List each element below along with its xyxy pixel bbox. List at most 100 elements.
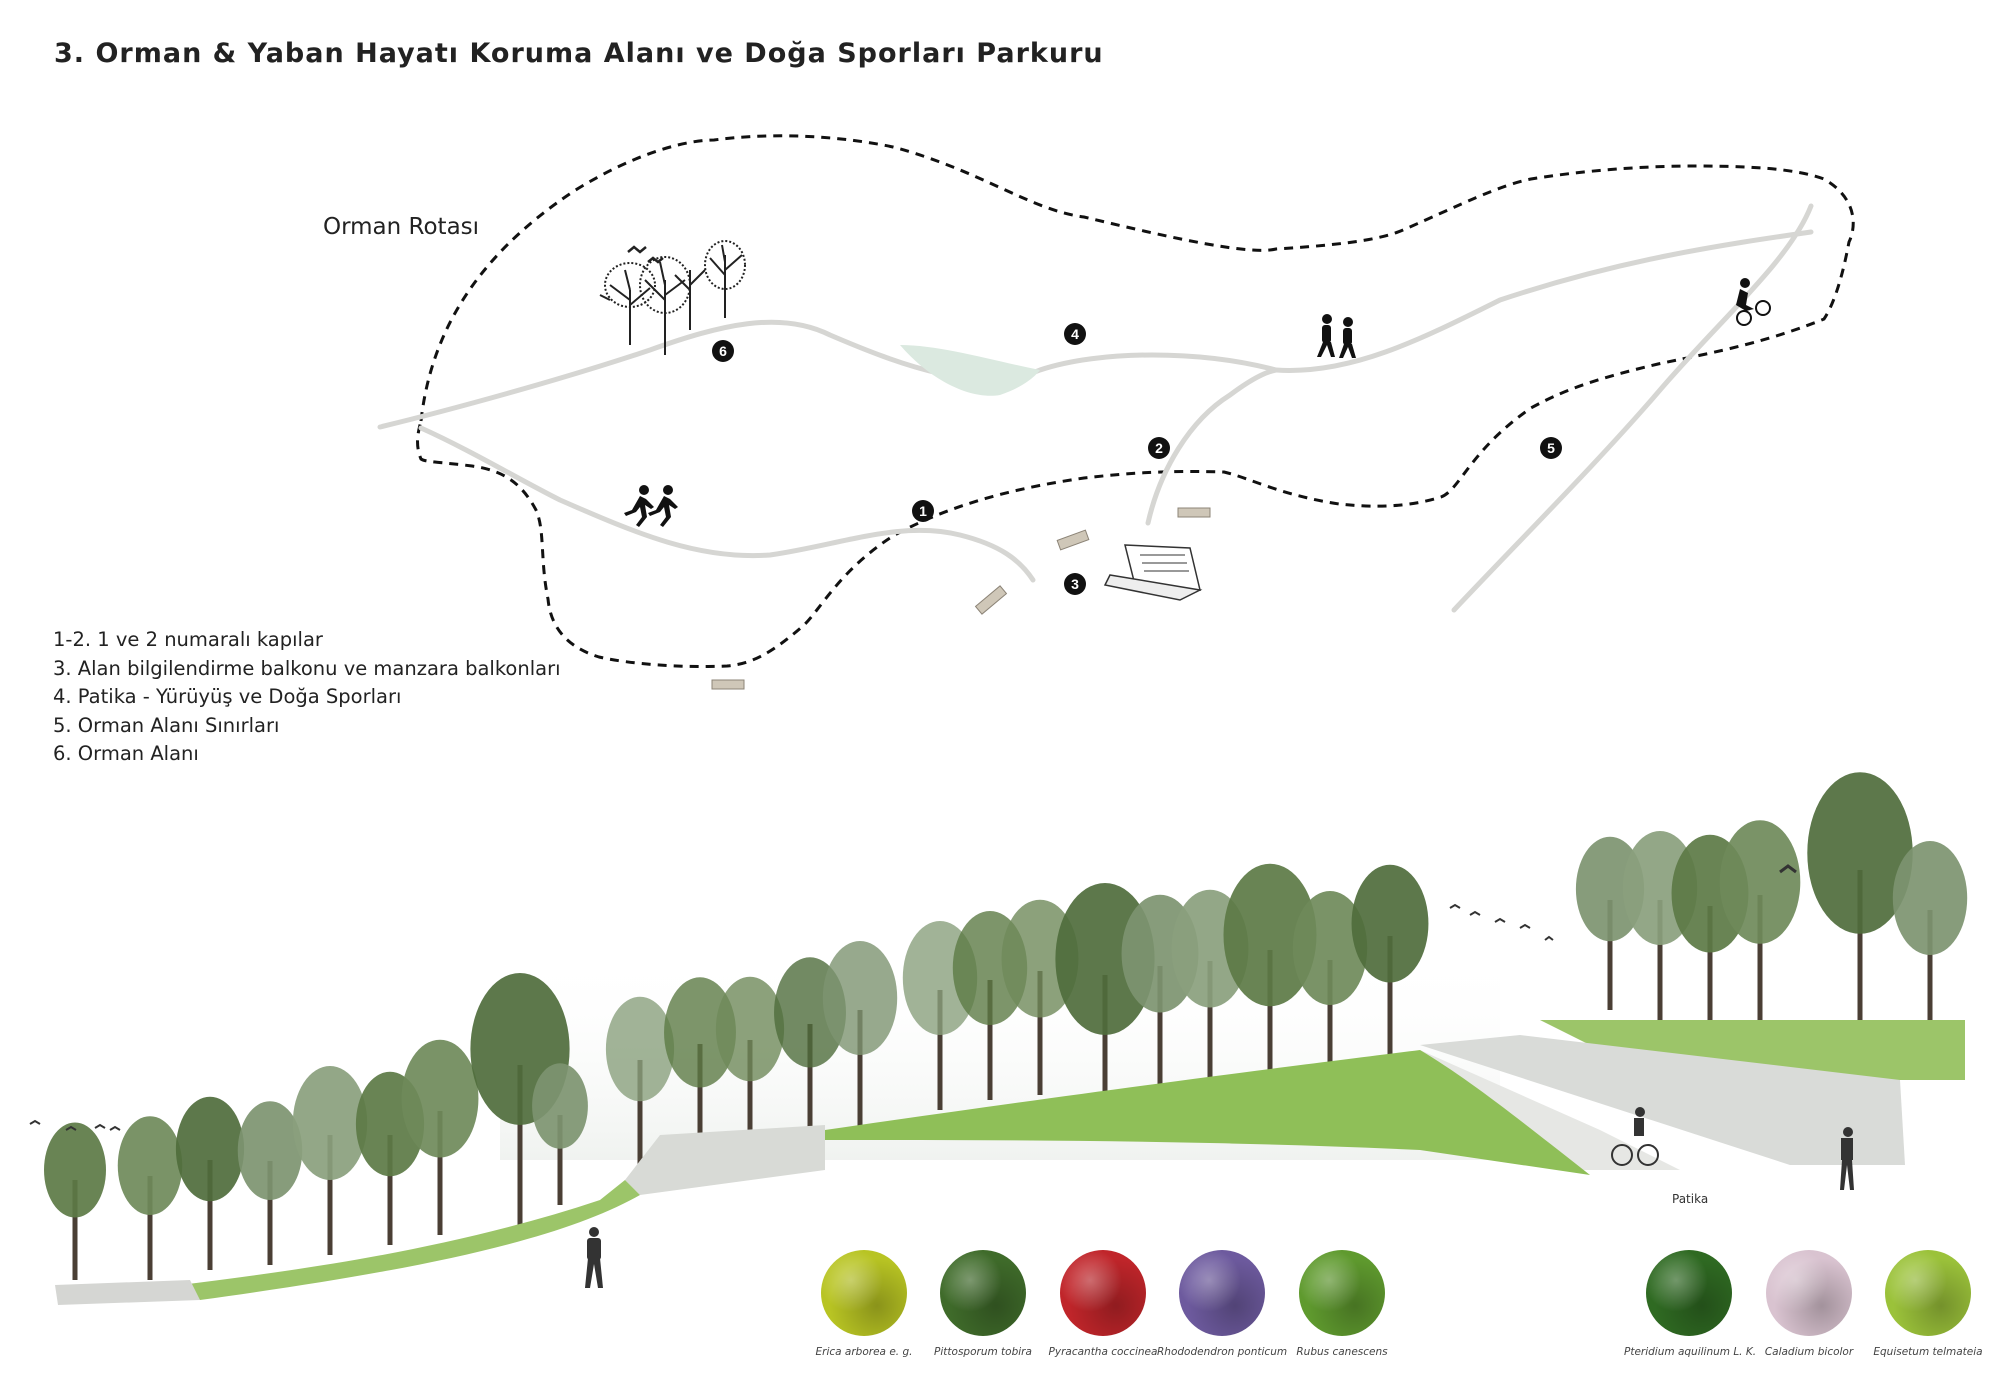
right-plateau-grass xyxy=(1540,1020,1965,1080)
tree-trunk xyxy=(72,1180,78,1280)
tree xyxy=(175,1096,245,1270)
info-balcony-sketch xyxy=(1103,544,1203,601)
tree xyxy=(1223,863,1317,1100)
page-title: 3. Orman & Yaban Hayatı Koruma Alanı ve … xyxy=(54,38,1104,69)
walkers-icon xyxy=(1317,314,1356,358)
tree xyxy=(1351,864,1429,1060)
marker-2: 2 xyxy=(1148,437,1170,459)
tree-crown xyxy=(532,1063,588,1149)
marker-4: 4 xyxy=(1064,323,1086,345)
tree-crown xyxy=(664,977,736,1088)
balcony xyxy=(974,585,1008,615)
tree xyxy=(532,1063,588,1205)
plant-label: Pittosporum tobira xyxy=(934,1346,1032,1358)
tree-trunk xyxy=(207,1160,213,1270)
plant-item: Pittosporum tobira xyxy=(918,1250,1048,1358)
tree-crown xyxy=(117,1116,183,1215)
plant-label: Erica arborea e. g. xyxy=(815,1346,913,1358)
tree-crown xyxy=(715,976,785,1082)
svg-text:5: 5 xyxy=(1547,440,1555,456)
stone-wall xyxy=(625,1125,825,1195)
branch-path-5 xyxy=(1451,203,1814,613)
route-label: Orman Rotası xyxy=(323,214,480,240)
tree-trunk xyxy=(937,990,943,1110)
tree-trunk xyxy=(857,1010,863,1130)
tree-crown xyxy=(237,1101,303,1200)
tree-crown xyxy=(1719,820,1801,944)
plant-label: Rubus canescens xyxy=(1296,1346,1388,1358)
paths xyxy=(377,203,1814,613)
plant-item: Equisetum telmateia xyxy=(1863,1250,1993,1358)
path-lower-area xyxy=(1420,1050,1680,1170)
tree xyxy=(605,996,675,1170)
tree-trunk xyxy=(1037,971,1043,1095)
svg-text:3: 3 xyxy=(1071,576,1079,592)
tree xyxy=(664,977,736,1160)
tree-trunk xyxy=(1327,960,1333,1080)
plant-photo xyxy=(1885,1250,1971,1336)
balcony xyxy=(1056,529,1090,551)
tree xyxy=(401,1039,479,1235)
tree xyxy=(822,941,898,1130)
marker-3: 3 xyxy=(1064,573,1086,595)
tree-trunk xyxy=(987,980,993,1100)
plant-label: Pteridium aquilinum L. K. xyxy=(1624,1346,1757,1358)
tree-trunk xyxy=(557,1115,563,1205)
plant-label: Equisetum telmateia xyxy=(1873,1346,1983,1358)
left-path xyxy=(55,1280,200,1305)
tree-trunk xyxy=(697,1044,703,1160)
marker-1: 1 xyxy=(912,500,934,522)
tree-trunk xyxy=(1607,900,1613,1010)
people-icons xyxy=(624,278,1771,527)
branch-path-2 xyxy=(1145,367,1279,526)
tree-crown xyxy=(1807,772,1913,934)
tree-trunk xyxy=(807,1024,813,1140)
tree-trunk xyxy=(1857,870,1863,1040)
tree-trunk xyxy=(437,1111,443,1235)
tree-crown xyxy=(1892,841,1968,955)
legend-item: 6. Orman Alanı xyxy=(53,742,199,765)
plant-item: Rubus canescens xyxy=(1277,1250,1407,1358)
tree xyxy=(1807,772,1913,1040)
tree-trunk xyxy=(327,1135,333,1255)
plant-label: Rhododendron ponticum xyxy=(1157,1346,1288,1358)
plant-photo xyxy=(1179,1250,1265,1336)
main-grass-slope xyxy=(825,1050,1590,1175)
legend-item: 5. Orman Alanı Sınırları xyxy=(53,713,280,737)
tree xyxy=(715,976,785,1150)
runners-icon xyxy=(624,485,678,527)
tree-crown xyxy=(175,1096,245,1202)
tree xyxy=(1892,841,1968,1030)
plant-photo xyxy=(1766,1250,1852,1336)
people-icons xyxy=(585,1107,1854,1288)
plant-item: Erica arborea e. g. xyxy=(799,1250,929,1358)
tree-trunk xyxy=(1102,975,1108,1135)
lower-path xyxy=(418,425,1036,583)
tree-trunk xyxy=(1157,966,1163,1090)
birds-icon xyxy=(627,245,664,264)
tree-crown xyxy=(1351,864,1429,983)
map-markers: 6 4 2 5 1 3 xyxy=(712,323,1562,595)
patika-label: Patika xyxy=(1672,1192,1709,1206)
tree xyxy=(237,1101,303,1265)
plant-photo xyxy=(821,1250,907,1336)
upper-path xyxy=(377,229,1814,430)
tree-crown xyxy=(1292,891,1368,1005)
legend-item: 4. Patika - Yürüyüş ve Doğa Sporları xyxy=(53,685,402,708)
plant-item: Pteridium aquilinum L. K. xyxy=(1624,1250,1757,1358)
balconies xyxy=(711,507,1211,690)
legend-item: 3. Alan bilgilendirme balkonu ve manzara… xyxy=(53,656,561,680)
tree-trunk xyxy=(517,1065,523,1225)
forest-boundary-dashed xyxy=(416,134,1855,669)
plant-photo xyxy=(1060,1250,1146,1336)
plant-label: Caladium bicolor xyxy=(1764,1346,1854,1358)
tree-trunk xyxy=(637,1060,643,1170)
tree-trunk xyxy=(1927,910,1933,1030)
marker-5: 5 xyxy=(1540,437,1562,459)
tree-trunk xyxy=(1657,900,1663,1020)
tree-trunk xyxy=(147,1176,153,1280)
marker-6: 6 xyxy=(712,340,734,362)
tree-trunk xyxy=(267,1161,273,1265)
